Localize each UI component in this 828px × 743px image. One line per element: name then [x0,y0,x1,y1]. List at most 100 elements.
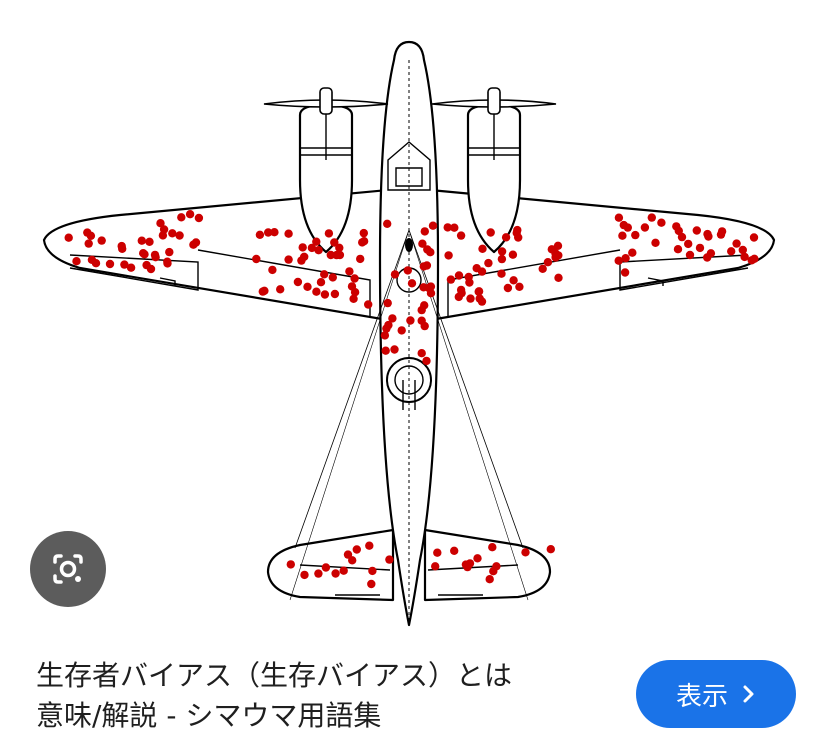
bullet-hole-dot [407,279,417,288]
bullet-hole-dot [509,276,518,285]
bullet-hole-dot [175,231,184,240]
bullet-hole-dot [485,575,494,584]
bullet-hole-dot [316,278,326,287]
bullet-hole-dot [286,560,295,569]
bullet-hole-dot [140,250,149,259]
bullet-hole-dot [388,314,397,323]
bullet-hole-dot [163,259,172,268]
bullet-hole-dot [466,294,475,303]
bullet-hole-dot [156,219,165,228]
bullet-hole-dot [270,228,279,237]
bullet-hole-dot [423,245,432,254]
bullet-hole-dot [538,264,547,273]
bullet-hole-dot [339,566,348,575]
bullet-hole-dot [364,300,373,309]
bullet-hole-dot [194,213,204,223]
bullet-hole-dot [384,320,393,330]
bullet-hole-dot [740,252,749,262]
bullet-hole-dot [501,233,511,242]
bullet-hole-dot [692,226,701,235]
bullet-hole-dot [418,239,427,248]
bullet-hole-dot [456,231,466,240]
left-tailplane [266,528,395,602]
survivorship-plane-image[interactable] [0,0,828,640]
bullet-hole-dot [695,243,705,253]
bullet-hole-dot [385,555,394,564]
bullet-hole-dot [618,231,627,240]
bullet-hole-dot [381,346,390,355]
bullet-hole-dot [260,286,269,295]
bullet-hole-dot [443,223,452,232]
bullet-hole-dot [640,223,650,232]
show-button[interactable]: 表示 [636,660,796,728]
bullet-hole-dot [330,238,339,247]
bullet-hole-dot [284,255,293,264]
bullet-hole-markers [64,210,759,589]
bullet-hole-dot [359,228,368,238]
bullet-hole-dot [264,228,273,237]
fuselage [378,40,440,627]
bullet-hole-dot [330,289,340,299]
bullet-hole-dot [444,251,453,260]
bullet-hole-dot [293,277,303,287]
bullet-hole-dot [312,287,321,296]
bullet-hole-dot [515,282,524,291]
bullet-hole-dot [350,274,359,283]
bullet-hole-dot [314,569,323,578]
result-caption[interactable]: 生存者バイアス（生存バイアス）とは 意味/解説 - シマウマ用語集 [36,656,596,736]
bullet-hole-dot [503,283,513,293]
caption-source: 意味/解説 - シマウマ用語集 [36,699,382,732]
bullet-hole-dot [484,258,493,268]
bullet-hole-dot [738,245,747,255]
bullet-hole-dot [497,254,507,264]
bullet-hole-dot [320,270,329,279]
bullet-hole-dot [454,292,463,302]
bullet-hole-dot [508,250,518,259]
bullet-hole-dot [298,243,307,252]
bullet-hole-dot [543,258,553,267]
google-lens-icon [53,554,83,584]
bullet-hole-dot [422,356,431,366]
bullet-hole-dot [312,237,321,246]
bullet-hole-dot [677,232,687,242]
google-lens-button[interactable] [30,531,106,607]
bullet-hole-dot [620,268,630,277]
bullet-hole-dot [673,245,683,254]
bullet-hole-dot [426,289,436,298]
bullet-hole-dot [450,546,459,555]
left-wing [42,188,390,322]
bullet-hole-dot [488,543,497,552]
bullet-hole-dot [126,263,136,272]
bullet-hole-dot [554,251,563,260]
bullet-hole-dot [352,545,361,554]
bullet-hole-dot [614,256,623,265]
bullet-hole-dot [463,562,472,572]
bullet-hole-dot [252,254,261,264]
bullet-hole-dot [117,241,126,251]
bullet-hole-dot [268,265,277,275]
bullet-hole-dot [513,225,522,235]
bullet-hole-dot [255,230,265,239]
bullet-hole-dot [417,305,426,315]
bullet-hole-dot [497,269,506,278]
bullet-hole-dot [320,290,330,299]
bullet-hole-dot [303,282,312,291]
bullet-hole-dot [684,239,693,249]
bullet-hole-dot [321,563,331,572]
bullet-hole-dot [345,267,354,276]
bullet-hole-dot [464,272,473,282]
bullet-hole-dot [420,227,429,236]
bullet-hole-dot [368,566,377,576]
bullet-hole-dot [477,267,487,276]
bullet-hole-dot [314,246,323,255]
bullet-hole-dot [450,223,459,232]
bullet-hole-dot [521,548,530,557]
bullet-hole-dot [428,221,438,230]
bullet-hole-dot [621,254,630,263]
bullet-hole-dot [419,283,428,292]
bullet-hole-dot [417,349,426,358]
bullet-hole-dot [276,285,285,294]
bullet-hole-dot [419,262,428,271]
caption-title: 生存者バイアス（生存バイアス）とは [36,659,513,692]
bullet-hole-dot [685,250,695,260]
